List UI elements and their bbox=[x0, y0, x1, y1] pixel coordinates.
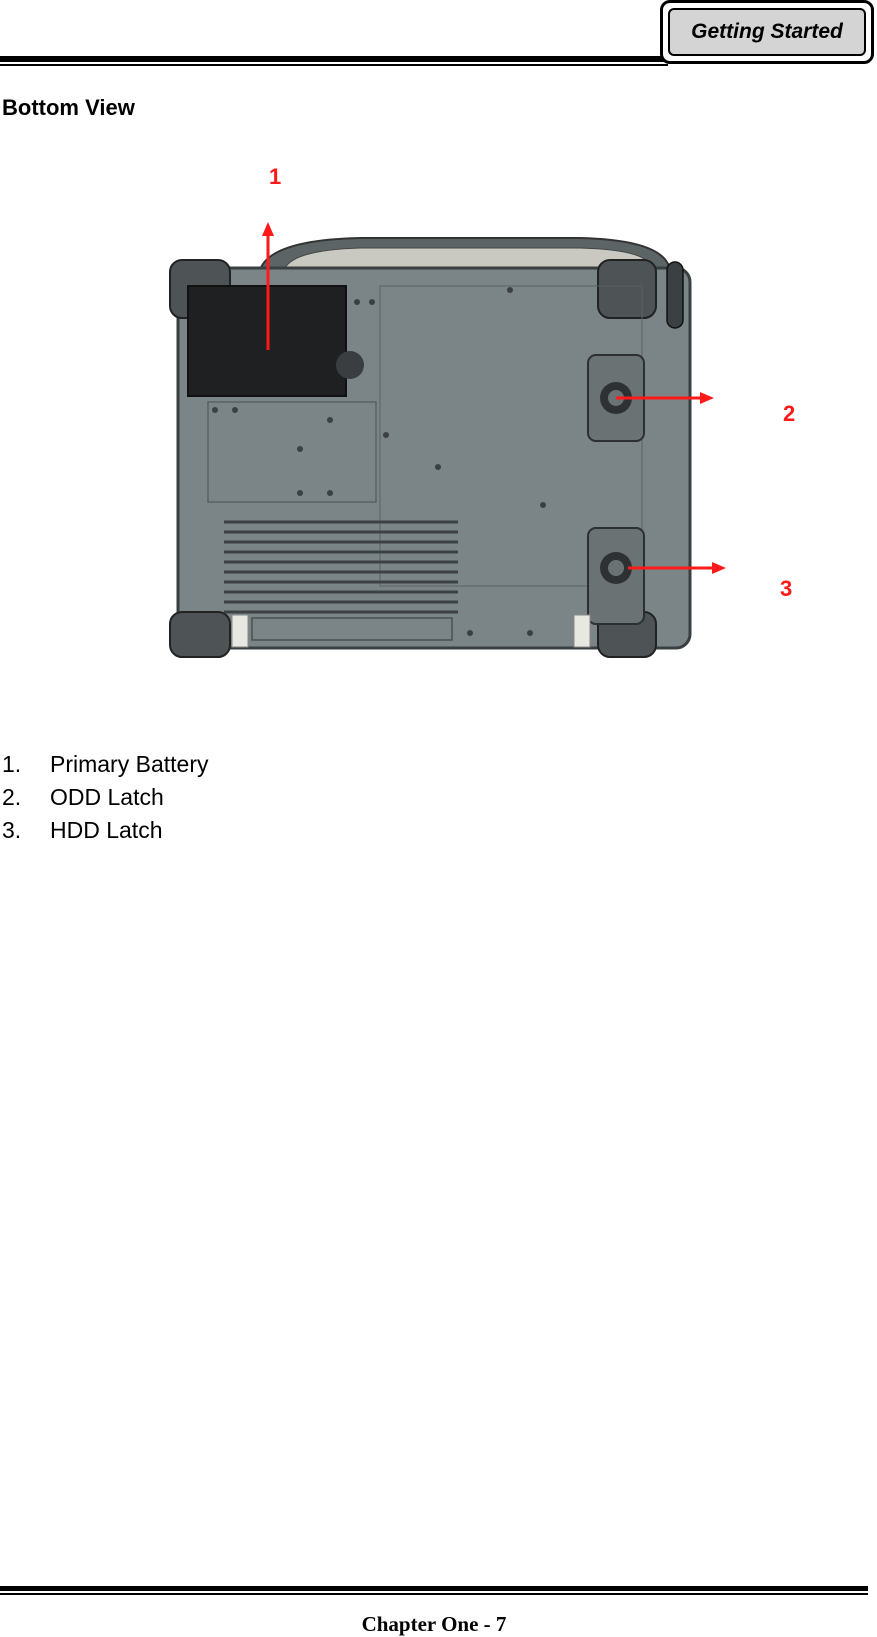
legend-label: ODD Latch bbox=[50, 784, 164, 810]
legend-number: 1. bbox=[2, 751, 22, 777]
footer-rule-thin bbox=[0, 1593, 868, 1595]
header-rule bbox=[0, 56, 668, 62]
callout-3: 3 bbox=[780, 576, 793, 601]
legend-item-primary-battery: 1. Primary Battery bbox=[2, 748, 208, 781]
callout-1: 1 bbox=[269, 164, 282, 189]
footer-rule bbox=[0, 1586, 868, 1591]
legend-number: 3. bbox=[2, 817, 22, 843]
callout-2: 2 bbox=[783, 401, 796, 426]
header-rule-thin bbox=[0, 64, 668, 66]
legend-list: 1. Primary Battery 2. ODD Latch 3. HDD L… bbox=[2, 748, 208, 847]
legend-item-hdd-latch: 3. HDD Latch bbox=[2, 814, 208, 847]
laptop-bottom-illustration bbox=[160, 150, 820, 690]
legend-item-odd-latch: 2. ODD Latch bbox=[2, 781, 208, 814]
legend-label: HDD Latch bbox=[50, 817, 163, 843]
legend-label: Primary Battery bbox=[50, 751, 209, 777]
laptop-bottom-svg bbox=[169, 222, 726, 658]
section-tab-label: Getting Started bbox=[668, 8, 866, 56]
page-heading: Bottom View bbox=[2, 95, 135, 120]
page-footer-label: Chapter One - 7 bbox=[361, 1612, 507, 1636]
legend-number: 2. bbox=[2, 784, 22, 810]
section-tab: Getting Started bbox=[660, 0, 874, 64]
